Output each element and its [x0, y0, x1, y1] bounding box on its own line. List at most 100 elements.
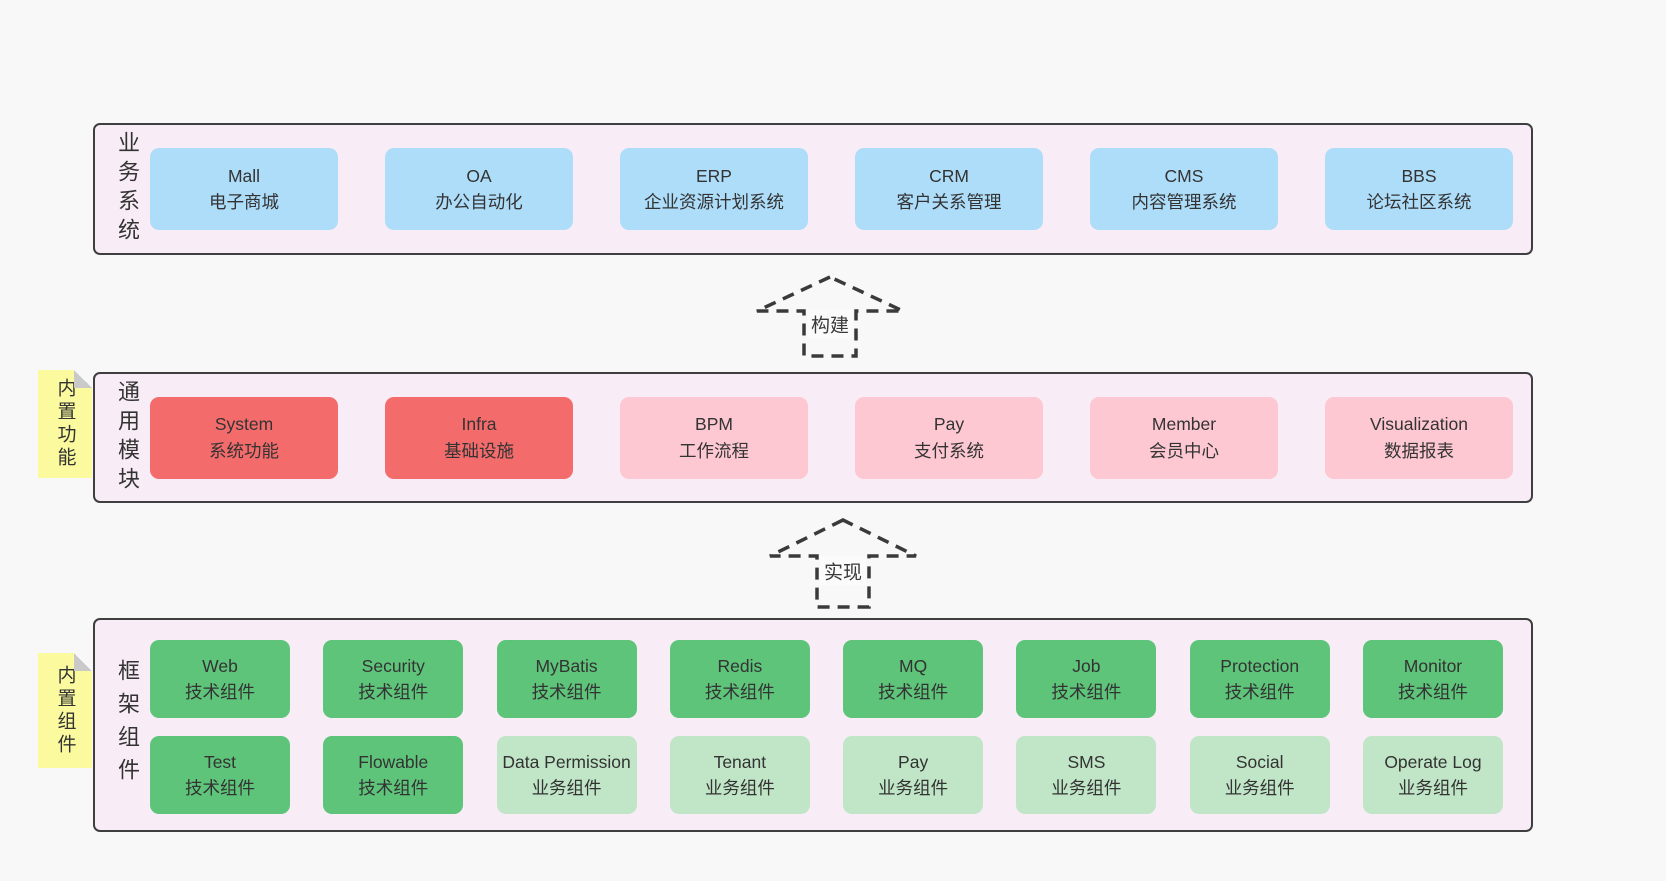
box-security: Security 技术组件	[323, 640, 464, 718]
box-desc: 业务组件	[704, 778, 775, 798]
framework-components-layer: 框架组件 Web 技术组件 Security 技术组件 MyBatis 技术组件…	[93, 618, 1533, 832]
box-bpm: BPM 工作流程	[620, 396, 808, 479]
box-pay-component: Pay 业务组件	[843, 736, 984, 814]
box-name: CRM	[929, 165, 969, 186]
box-cms: CMS 内容管理系统	[1090, 148, 1278, 230]
arrow-label-implement: 实现	[819, 556, 867, 586]
folded-corner-icon	[74, 653, 92, 671]
folded-corner-icon	[74, 370, 92, 388]
box-desc: 业务组件	[1397, 778, 1468, 798]
sticky-label: 内置功能	[54, 378, 76, 470]
box-name: Security	[361, 655, 425, 676]
box-name: SMS	[1067, 751, 1106, 772]
box-name: Infra	[461, 414, 497, 435]
box-desc: 论坛社区系统	[1366, 192, 1472, 212]
box-name: MQ	[899, 655, 928, 676]
box-desc: 业务组件	[1051, 778, 1122, 798]
box-name: BBS	[1401, 165, 1437, 186]
box-mq: MQ 技术组件	[843, 640, 984, 718]
box-name: System	[214, 414, 274, 435]
box-member: Member 会员中心	[1090, 396, 1278, 479]
layer-label-framework: 框架组件	[115, 659, 140, 791]
box-tenant: Tenant 业务组件	[669, 736, 810, 814]
box-name: MyBatis	[535, 655, 598, 676]
box-infra: Infra 基础设施	[385, 396, 573, 479]
framework-row-1: Web 技术组件 Security 技术组件 MyBatis 技术组件 Redi…	[150, 640, 1503, 718]
common-modules-layer: 通用模块 System 系统功能 Infra 基础设施 BPM 工作流程 Pay…	[93, 372, 1533, 503]
box-pay-module: Pay 支付系统	[855, 396, 1043, 479]
box-name: Pay	[933, 414, 965, 435]
sticky-note-builtin-components: 内置组件	[38, 653, 92, 768]
box-desc: 业务组件	[878, 778, 949, 798]
box-desc: 技术组件	[185, 682, 255, 702]
box-name: Web	[202, 655, 238, 676]
box-name: Operate Log	[1384, 751, 1482, 772]
box-monitor: Monitor 技术组件	[1362, 640, 1503, 718]
layer-label-business: 业务系统	[115, 131, 140, 247]
box-desc: 技术组件	[1224, 682, 1295, 702]
dashed-up-arrow-icon	[756, 275, 904, 358]
sticky-note-builtin-features: 内置功能	[38, 370, 92, 478]
box-data-permission: Data Permission 业务组件	[496, 736, 637, 814]
box-name: OA	[466, 165, 492, 186]
box-desc: 系统功能	[209, 440, 279, 461]
box-web: Web 技术组件	[150, 640, 290, 718]
box-desc: 会员中心	[1149, 440, 1219, 461]
box-desc: 技术组件	[358, 682, 429, 702]
business-systems-layer: 业务系统 Mall 电子商城 OA 办公自动化 ERP 企业资源计划系统 CRM…	[93, 123, 1533, 255]
box-name: Redis	[717, 655, 763, 676]
box-name: Monitor	[1403, 655, 1463, 676]
box-desc: 工作流程	[679, 440, 749, 461]
layer-label-modules: 通用模块	[115, 379, 140, 496]
box-desc: 支付系统	[914, 440, 984, 461]
box-desc: 技术组件	[358, 778, 429, 798]
box-job: Job 技术组件	[1016, 640, 1157, 718]
box-mybatis: MyBatis 技术组件	[496, 640, 637, 718]
box-protection: Protection 技术组件	[1189, 640, 1330, 718]
box-social: Social 业务组件	[1189, 736, 1330, 814]
box-desc: 电子商城	[209, 192, 279, 212]
box-name: Flowable	[358, 751, 429, 772]
box-name: Data Permission	[502, 751, 631, 772]
box-oa: OA 办公自动化	[385, 148, 573, 230]
box-desc: 办公自动化	[435, 192, 523, 212]
box-desc: 技术组件	[704, 682, 775, 702]
dashed-up-arrow-icon	[769, 518, 917, 609]
box-sms: SMS 业务组件	[1016, 736, 1157, 814]
box-desc: 技术组件	[531, 682, 602, 702]
box-name: Test	[203, 751, 237, 772]
box-operate-log: Operate Log 业务组件	[1362, 736, 1503, 814]
box-desc: 基础设施	[444, 440, 514, 461]
box-desc: 企业资源计划系统	[644, 192, 784, 212]
box-desc: 数据报表	[1384, 440, 1454, 461]
box-desc: 技术组件	[1051, 682, 1122, 702]
box-desc: 客户关系管理	[896, 192, 1002, 212]
box-desc: 业务组件	[531, 778, 602, 798]
box-erp: ERP 企业资源计划系统	[620, 148, 808, 230]
modules-boxes-row: System 系统功能 Infra 基础设施 BPM 工作流程 Pay 支付系统…	[150, 374, 1513, 501]
box-crm: CRM 客户关系管理	[855, 148, 1043, 230]
business-boxes-row: Mall 电子商城 OA 办公自动化 ERP 企业资源计划系统 CRM 客户关系…	[150, 125, 1513, 253]
box-name: Visualization	[1370, 414, 1468, 435]
box-name: Pay	[898, 751, 929, 772]
box-system: System 系统功能	[150, 396, 338, 479]
box-desc: 内容管理系统	[1131, 192, 1237, 212]
box-redis: Redis 技术组件	[669, 640, 810, 718]
box-desc: 技术组件	[1397, 682, 1468, 702]
box-name: Tenant	[713, 751, 767, 772]
box-bbs: BBS 论坛社区系统	[1325, 148, 1513, 230]
box-name: Member	[1151, 414, 1217, 435]
sticky-label: 内置组件	[54, 664, 76, 757]
box-name: CMS	[1164, 165, 1204, 186]
arrow-label-build: 构建	[806, 309, 854, 339]
box-name: Job	[1072, 655, 1101, 676]
box-name: Mall	[227, 165, 261, 186]
box-name: BPM	[695, 414, 733, 435]
box-mall: Mall 电子商城	[150, 148, 338, 230]
box-desc: 技术组件	[185, 778, 255, 798]
box-name: Protection	[1220, 655, 1300, 676]
box-name: Social	[1235, 751, 1284, 772]
box-desc: 技术组件	[878, 682, 949, 702]
implement-arrow: 实现	[768, 518, 918, 610]
